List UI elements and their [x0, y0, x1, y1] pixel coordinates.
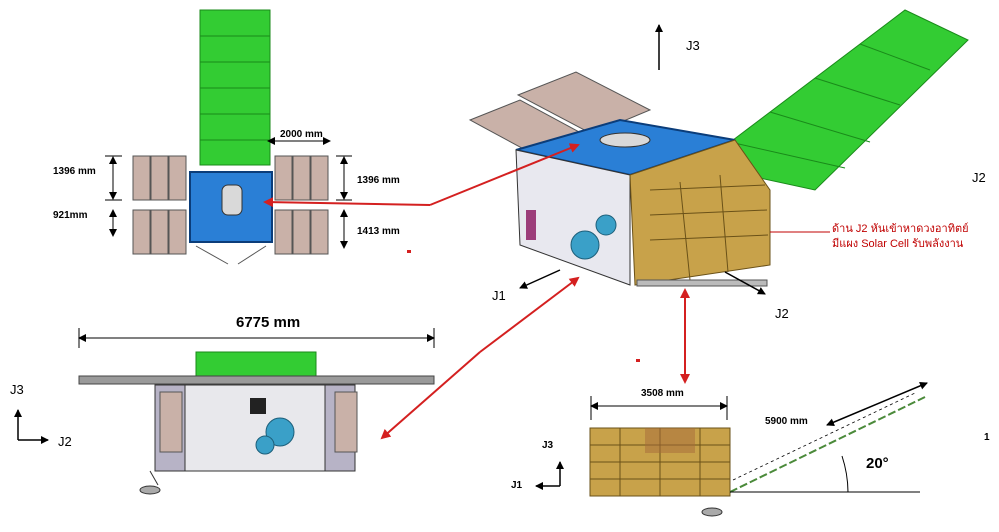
tilt-axis-left: J1 [511, 480, 523, 491]
dim-panel-width: 2000 mm [280, 129, 323, 140]
iso-edge-j2: J2 [972, 170, 986, 185]
connector-arrows [263, 143, 690, 440]
top-view-satellite [132, 9, 329, 265]
top-view-dimension-lines [105, 137, 352, 249]
tilt-view-dimension [535, 382, 928, 490]
iso-axis-j3: J3 [686, 38, 700, 53]
iso-axis-j1: J1 [492, 288, 506, 303]
dim-left-top: 1396 mm [53, 166, 96, 177]
tilt-axis-up: J3 [542, 440, 554, 451]
dim-left-bottom: 921mm [53, 210, 88, 221]
dim-right-top: 1396 mm [357, 175, 400, 186]
side-view-axes [14, 409, 49, 444]
iso-view-axes [519, 24, 766, 295]
dim-body-width: 3508 mm [641, 388, 684, 399]
side-axis-up: J3 [10, 382, 24, 397]
side-axis-right: J2 [58, 434, 72, 449]
dim-span: 6775 mm [236, 314, 301, 331]
iso-view-satellite [468, 9, 969, 287]
tilt-edge-label: 1 [984, 432, 990, 443]
annotation-line2: มีแผง Solar Cell รับพลังงาน [832, 238, 964, 250]
dim-panel-length: 5900 mm [765, 416, 808, 427]
side-view-satellite [78, 328, 435, 495]
iso-axis-j2: J2 [775, 306, 789, 321]
annotation-line1: ด้าน J2 หันเข้าหาดวงอาทิตย์ [832, 223, 969, 235]
dim-right-bottom: 1413 mm [357, 226, 400, 237]
tilt-angle: 20° [866, 455, 889, 472]
